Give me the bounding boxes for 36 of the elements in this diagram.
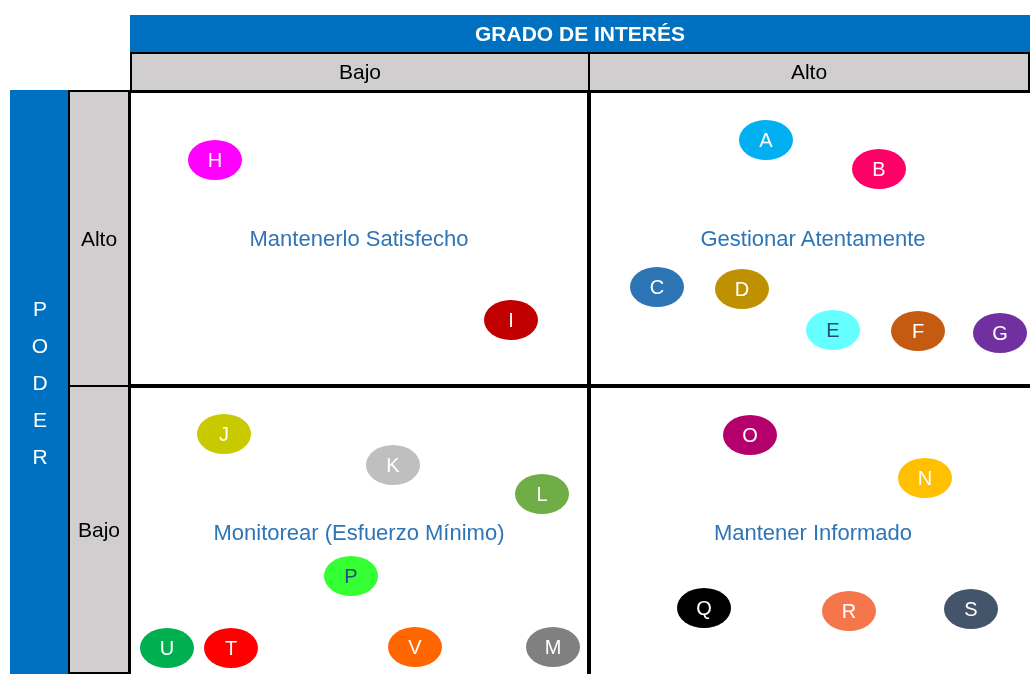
quadrant-title: Mantener Informado xyxy=(713,519,913,546)
stakeholder-circle: J xyxy=(197,414,251,454)
stakeholder-circle: P xyxy=(324,556,378,596)
quadrant-title: Mantenerlo Satisfecho xyxy=(249,225,469,252)
axis-header-bar: GRADO DE INTERÉS xyxy=(130,15,1030,53)
stakeholder-circle: Q xyxy=(677,588,731,628)
quadrant-box xyxy=(588,385,1030,674)
stakeholder-circle: D xyxy=(715,269,769,309)
quadrant-box xyxy=(588,90,1030,387)
header-cell: Alto xyxy=(588,52,1030,92)
stakeholder-circle: C xyxy=(630,267,684,307)
stakeholder-circle: H xyxy=(188,140,242,180)
stakeholder-circle: K xyxy=(366,445,420,485)
stakeholder-circle: M xyxy=(526,627,580,667)
header-cell: Bajo xyxy=(130,52,590,92)
stakeholder-circle: T xyxy=(204,628,258,668)
header-cell: Bajo xyxy=(68,385,130,674)
stakeholder-circle: I xyxy=(484,300,538,340)
header-cell: Alto xyxy=(68,90,130,387)
stakeholder-circle: A xyxy=(739,120,793,160)
stakeholder-circle: N xyxy=(898,458,952,498)
stakeholder-circle: O xyxy=(723,415,777,455)
axis-header-bar: PODER xyxy=(10,90,70,674)
stakeholder-circle: R xyxy=(822,591,876,631)
stakeholder-circle: L xyxy=(515,474,569,514)
stakeholder-circle: G xyxy=(973,313,1027,353)
stakeholder-circle: S xyxy=(944,589,998,629)
stakeholder-circle: E xyxy=(806,310,860,350)
quadrant-title: Monitorear (Esfuerzo Mínimo) xyxy=(213,519,505,546)
stakeholder-circle: B xyxy=(852,149,906,189)
stakeholder-circle: U xyxy=(140,628,194,668)
stakeholder-circle: V xyxy=(388,627,442,667)
quadrant-box xyxy=(128,90,590,387)
quadrant-title: Gestionar Atentamente xyxy=(700,225,926,252)
stakeholder-circle: F xyxy=(891,311,945,351)
quadrant-box xyxy=(128,385,590,674)
